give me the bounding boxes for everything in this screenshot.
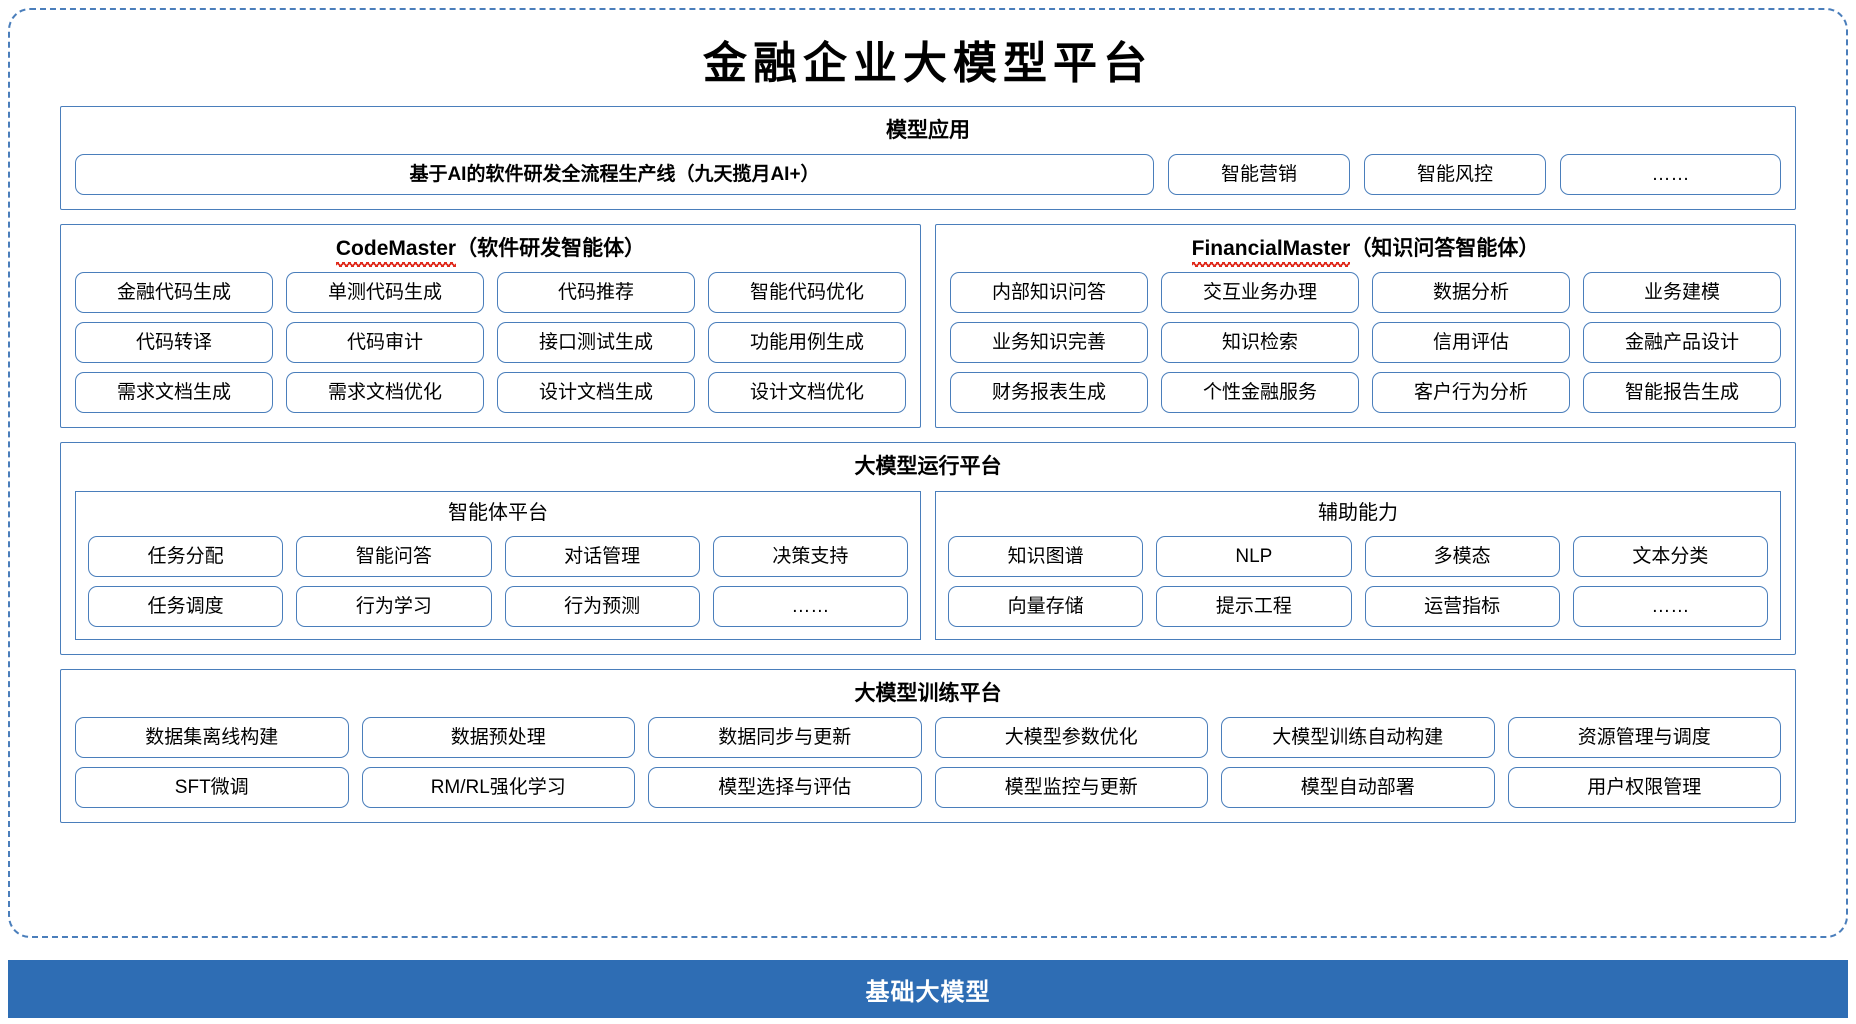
- training-platform-items: 数据集离线构建 数据预处理 数据同步与更新 大模型参数优化 大模型训练自动构建 …: [75, 717, 1781, 809]
- chip-data-sync-update[interactable]: 数据同步与更新: [648, 717, 922, 759]
- chip-behavior-learning[interactable]: 行为学习: [296, 585, 492, 627]
- panel-code-master: CodeMaster（软件研发智能体） 金融代码生成 单测代码生成 代码推荐 智…: [60, 224, 921, 429]
- base-model-bar: 基础大模型: [8, 960, 1848, 1018]
- code-master-subtitle: （软件研发智能体）: [456, 237, 646, 261]
- chip-business-modeling[interactable]: 业务建模: [1583, 272, 1781, 314]
- chip-knowledge-retrieval[interactable]: 知识检索: [1161, 322, 1359, 364]
- chip-prompt-engineering[interactable]: 提示工程: [1156, 585, 1352, 627]
- subpanel-agent-platform: 智能体平台 任务分配 智能问答 对话管理 决策支持 任务调度 行为学习 行为预测…: [75, 490, 921, 640]
- chip-ai-sdlc-pipeline[interactable]: 基于AI的软件研发全流程生产线（九天揽月AI+）: [75, 154, 1154, 196]
- chip-sft-finetune[interactable]: SFT微调: [75, 767, 349, 809]
- chip-smart-report-gen[interactable]: 智能报告生成: [1583, 372, 1781, 414]
- runtime-subpanels: 智能体平台 任务分配 智能问答 对话管理 决策支持 任务调度 行为学习 行为预测…: [75, 490, 1781, 640]
- agent-platform-items: 任务分配 智能问答 对话管理 决策支持 任务调度 行为学习 行为预测 ……: [88, 535, 908, 627]
- financial-master-items: 内部知识问答 交互业务办理 数据分析 业务建模 业务知识完善 知识检索 信用评估…: [950, 272, 1781, 414]
- chip-knowledge-graph[interactable]: 知识图谱: [948, 535, 1144, 577]
- panel-training-platform: 大模型训练平台 数据集离线构建 数据预处理 数据同步与更新 大模型参数优化 大模…: [60, 668, 1796, 824]
- chip-feature-case-gen[interactable]: 功能用例生成: [708, 322, 906, 364]
- financial-master-subtitle: （知识问答智能体）: [1350, 237, 1540, 261]
- agent-panels-row: CodeMaster（软件研发智能体） 金融代码生成 单测代码生成 代码推荐 智…: [60, 224, 1796, 429]
- chip-design-doc-optim[interactable]: 设计文档优化: [708, 372, 906, 414]
- chip-dataset-offline-build[interactable]: 数据集离线构建: [75, 717, 349, 759]
- chip-fin-code-gen[interactable]: 金融代码生成: [75, 272, 273, 314]
- chip-business-knowledge[interactable]: 业务知识完善: [950, 322, 1148, 364]
- chip-interactive-business[interactable]: 交互业务办理: [1161, 272, 1359, 314]
- chip-task-allocation[interactable]: 任务分配: [88, 535, 284, 577]
- chip-code-audit[interactable]: 代码审计: [286, 322, 484, 364]
- chip-credit-assessment[interactable]: 信用评估: [1372, 322, 1570, 364]
- chip-customer-behavior[interactable]: 客户行为分析: [1372, 372, 1570, 414]
- chip-financial-report-gen[interactable]: 财务报表生成: [950, 372, 1148, 414]
- base-model-label: 基础大模型: [865, 978, 991, 1006]
- chip-personal-fin-service[interactable]: 个性金融服务: [1161, 372, 1359, 414]
- chip-smart-marketing[interactable]: 智能营销: [1168, 154, 1350, 196]
- outer-dashed-frame: 金融企业大模型平台 模型应用 基于AI的软件研发全流程生产线（九天揽月AI+） …: [8, 8, 1848, 938]
- chip-smart-code-optim[interactable]: 智能代码优化: [708, 272, 906, 314]
- chip-multimodal[interactable]: 多模态: [1364, 535, 1560, 577]
- chip-auxiliary-more[interactable]: ……: [1572, 585, 1768, 627]
- chip-design-doc-gen[interactable]: 设计文档生成: [497, 372, 695, 414]
- chip-rm-rl-learning[interactable]: RM/RL强化学习: [361, 767, 635, 809]
- chip-resource-mgmt-schedule[interactable]: 资源管理与调度: [1507, 717, 1781, 759]
- chip-code-recommend[interactable]: 代码推荐: [497, 272, 695, 314]
- chip-vector-store[interactable]: 向量存储: [948, 585, 1144, 627]
- chip-model-monitor-update[interactable]: 模型监控与更新: [934, 767, 1208, 809]
- panel-title-runtime-platform: 大模型运行平台: [854, 455, 1002, 479]
- page-title: 金融企业大模型平台: [703, 39, 1153, 88]
- panel-financial-master: FinancialMaster（知识问答智能体） 内部知识问答 交互业务办理 数…: [935, 224, 1796, 429]
- subpanel-auxiliary-capability: 辅助能力 知识图谱 NLP 多模态 文本分类 向量存储 提示工程 运营指标 ……: [935, 490, 1781, 640]
- chip-llm-param-optim[interactable]: 大模型参数优化: [934, 717, 1208, 759]
- chip-decision-support[interactable]: 决策支持: [712, 535, 908, 577]
- panel-title-code-master: CodeMaster（软件研发智能体）: [75, 235, 906, 268]
- chip-agent-more[interactable]: ……: [712, 585, 908, 627]
- panel-title-training-platform: 大模型训练平台: [854, 681, 1002, 705]
- chip-internal-knowledge-qa[interactable]: 内部知识问答: [950, 272, 1148, 314]
- chip-data-preprocess[interactable]: 数据预处理: [361, 717, 635, 759]
- chip-code-translate[interactable]: 代码转译: [75, 322, 273, 364]
- chip-unittest-code-gen[interactable]: 单测代码生成: [286, 272, 484, 314]
- code-master-name-spellcheck: CodeMaster: [335, 235, 457, 268]
- chip-fin-product-design[interactable]: 金融产品设计: [1583, 322, 1781, 364]
- chip-req-doc-gen[interactable]: 需求文档生成: [75, 372, 273, 414]
- chip-behavior-predict[interactable]: 行为预测: [504, 585, 700, 627]
- panel-runtime-platform: 大模型运行平台 智能体平台 任务分配 智能问答 对话管理 决策支持 任务调度 行…: [60, 442, 1796, 655]
- chip-user-permission-mgmt[interactable]: 用户权限管理: [1507, 767, 1781, 809]
- panel-title-financial-master: FinancialMaster（知识问答智能体）: [950, 235, 1781, 268]
- chip-api-test-gen[interactable]: 接口测试生成: [497, 322, 695, 364]
- chip-smart-risk-control[interactable]: 智能风控: [1364, 154, 1546, 196]
- model-application-items: 基于AI的软件研发全流程生产线（九天揽月AI+） 智能营销 智能风控 ……: [75, 154, 1781, 196]
- auxiliary-items: 知识图谱 NLP 多模态 文本分类 向量存储 提示工程 运营指标 ……: [948, 535, 1768, 627]
- chip-model-select-eval[interactable]: 模型选择与评估: [648, 767, 922, 809]
- panel-title-model-application: 模型应用: [886, 118, 970, 142]
- financial-master-name-spellcheck: FinancialMaster: [1191, 235, 1350, 268]
- chip-data-analysis[interactable]: 数据分析: [1372, 272, 1570, 314]
- code-master-items: 金融代码生成 单测代码生成 代码推荐 智能代码优化 代码转译 代码审计 接口测试…: [75, 272, 906, 414]
- chip-llm-train-auto-build[interactable]: 大模型训练自动构建: [1221, 717, 1495, 759]
- panel-model-application: 模型应用 基于AI的软件研发全流程生产线（九天揽月AI+） 智能营销 智能风控 …: [60, 105, 1796, 211]
- chip-req-doc-optim[interactable]: 需求文档优化: [286, 372, 484, 414]
- chip-dialog-management[interactable]: 对话管理: [504, 535, 700, 577]
- chip-model-auto-deploy[interactable]: 模型自动部署: [1221, 767, 1495, 809]
- chip-smart-qa[interactable]: 智能问答: [296, 535, 492, 577]
- chip-task-scheduling[interactable]: 任务调度: [88, 585, 284, 627]
- subpanel-title-agent-platform: 智能体平台: [448, 501, 548, 524]
- chip-text-classify[interactable]: 文本分类: [1572, 535, 1768, 577]
- subpanel-title-auxiliary: 辅助能力: [1318, 501, 1398, 524]
- chip-more-applications[interactable]: ……: [1560, 154, 1781, 196]
- chip-nlp[interactable]: NLP: [1156, 535, 1352, 577]
- chip-ops-metrics[interactable]: 运营指标: [1364, 585, 1560, 627]
